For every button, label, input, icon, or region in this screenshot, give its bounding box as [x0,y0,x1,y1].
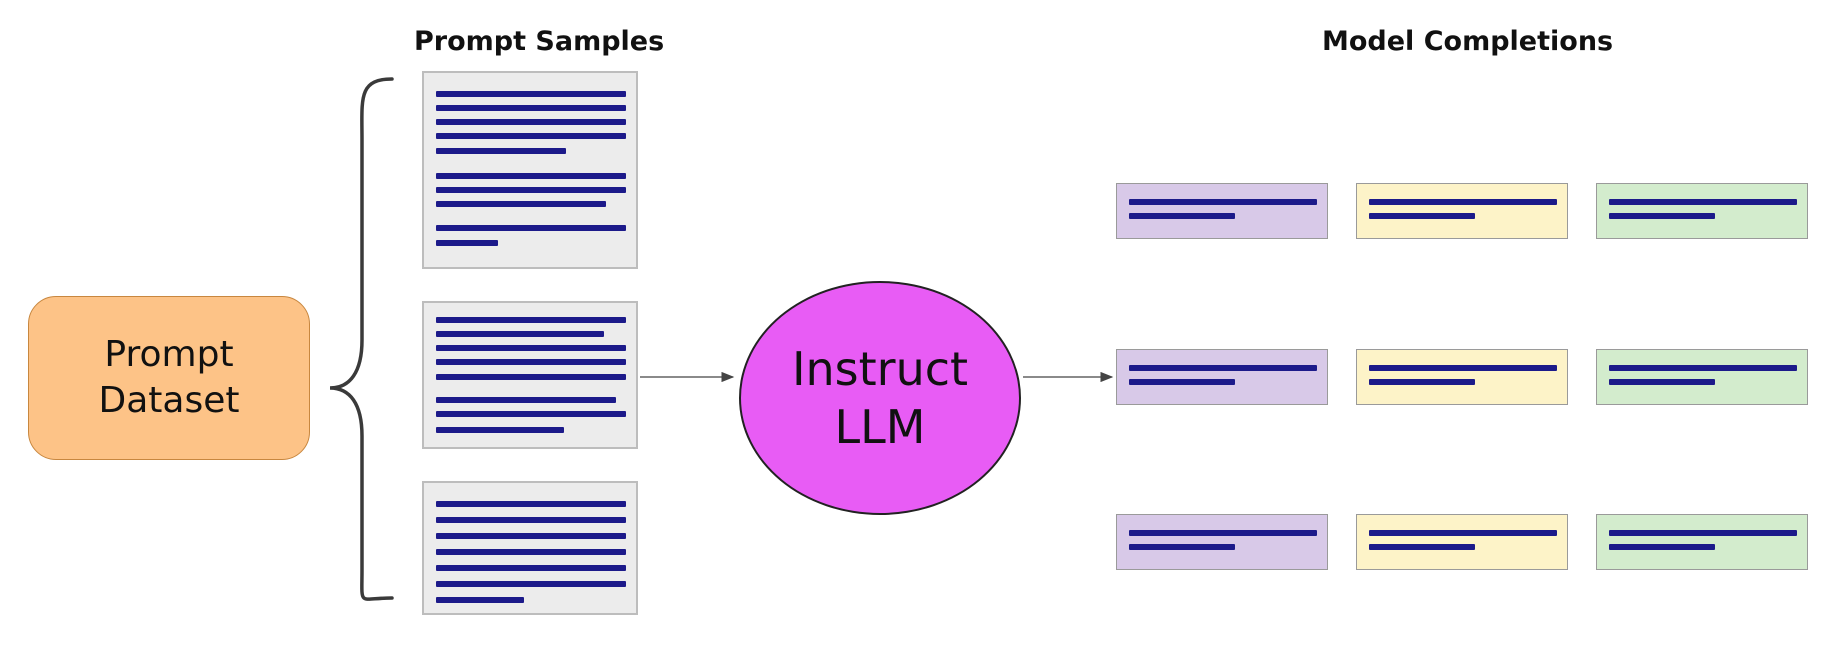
text-line-placeholder [1369,365,1557,371]
text-line-placeholder [1369,199,1557,205]
text-line-placeholder [436,501,626,507]
curly-brace [329,77,394,601]
completion-card [1356,183,1568,239]
prompt-dataset-label-line1: Prompt [104,334,234,375]
prompt-samples-heading: Prompt Samples [414,26,665,57]
text-line-placeholder [1129,199,1317,205]
text-line-placeholder [436,225,626,231]
completion-card [1116,349,1328,405]
text-line-placeholder [436,91,626,97]
text-line-placeholder [436,173,626,179]
text-line-placeholder [436,317,626,323]
text-line-placeholder [1609,365,1797,371]
prompt-sample-document [422,71,638,269]
text-line-placeholder [436,581,626,587]
text-line-placeholder [436,133,626,139]
text-line-placeholder [1129,530,1317,536]
text-line-placeholder [1129,379,1235,385]
text-line-placeholder [1369,379,1475,385]
text-line-placeholder [436,517,626,523]
text-line-placeholder [436,187,626,193]
text-line-placeholder [436,411,626,417]
instruct-llm-label-line1: Instruct [791,342,969,396]
text-line-placeholder [436,119,626,125]
text-line-placeholder [1129,365,1317,371]
prompt-dataset-box: Prompt Dataset [28,296,310,460]
text-line-placeholder [436,397,616,403]
text-line-placeholder [436,345,626,351]
text-line-placeholder [436,240,498,246]
text-line-placeholder [436,427,564,433]
text-line-placeholder [436,148,566,154]
text-line-placeholder [1609,544,1715,550]
text-line-placeholder [436,565,626,571]
completion-card [1116,514,1328,570]
text-line-placeholder [1369,213,1475,219]
prompt-dataset-label-line2: Dataset [98,380,240,421]
text-line-placeholder [436,201,606,207]
text-line-placeholder [436,105,626,111]
instruct-llm-label-line2: LLM [834,400,926,454]
text-line-placeholder [436,374,626,380]
prompt-sample-document [422,301,638,449]
text-line-placeholder [1609,379,1715,385]
completion-card [1356,514,1568,570]
completion-card [1596,349,1808,405]
text-line-placeholder [436,597,524,603]
text-line-placeholder [1609,530,1797,536]
text-line-placeholder [436,549,626,555]
model-completions-heading: Model Completions [1322,26,1614,57]
completion-card [1356,349,1568,405]
text-line-placeholder [1129,544,1235,550]
text-line-placeholder [436,359,626,365]
prompt-sample-document [422,481,638,615]
completion-card [1116,183,1328,239]
text-line-placeholder [1129,213,1235,219]
completion-card [1596,514,1808,570]
text-line-placeholder [1369,544,1475,550]
text-line-placeholder [1609,199,1797,205]
instruct-llm-node: Instruct LLM [739,281,1021,515]
text-line-placeholder [436,331,604,337]
text-line-placeholder [436,533,626,539]
text-line-placeholder [1609,213,1715,219]
completion-card [1596,183,1808,239]
text-line-placeholder [1369,530,1557,536]
